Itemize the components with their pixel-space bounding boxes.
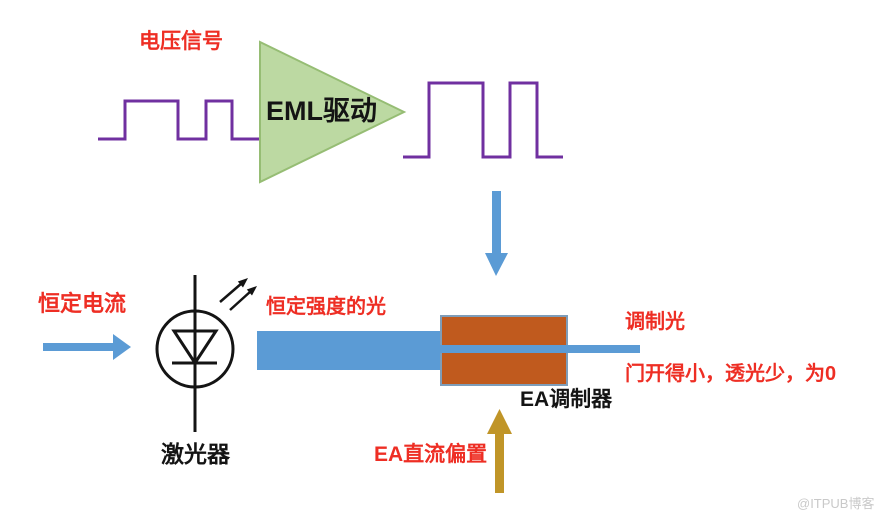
eml-driver-amplifier-triangle bbox=[259, 40, 407, 184]
laser-label: 激光器 bbox=[161, 441, 230, 467]
current-arrow-icon bbox=[43, 334, 131, 360]
output-voltage-waveform bbox=[403, 81, 563, 159]
light-emission-arrows-icon bbox=[219, 278, 257, 311]
eml-driver-label: EML驱动 bbox=[266, 96, 377, 126]
laser-diode-symbol bbox=[155, 275, 235, 432]
constant-light-label: 恒定强度的光 bbox=[266, 296, 386, 318]
ea-dc-bias-label: EA直流偏置 bbox=[374, 443, 488, 466]
voltage-signal-label: 电压信号 bbox=[139, 30, 223, 53]
ea-modulator-label: EA调制器 bbox=[520, 388, 613, 411]
input-voltage-waveform bbox=[98, 99, 259, 141]
watermark: @ITPUB博客 bbox=[797, 496, 875, 511]
laser-diode-triangle bbox=[171, 329, 219, 366]
modulated-light-label: 调制光 bbox=[625, 311, 685, 333]
laser-diode-circle bbox=[155, 309, 235, 389]
dc-bias-arrow-icon bbox=[487, 409, 512, 493]
gate-note-label: 门开得小，透光少，为0 bbox=[625, 363, 837, 385]
light-beam-bar bbox=[257, 331, 443, 370]
constant-current-label: 恒定电流 bbox=[38, 291, 127, 316]
down-arrow-icon bbox=[485, 191, 508, 276]
modulated-beam-bar bbox=[440, 345, 640, 353]
